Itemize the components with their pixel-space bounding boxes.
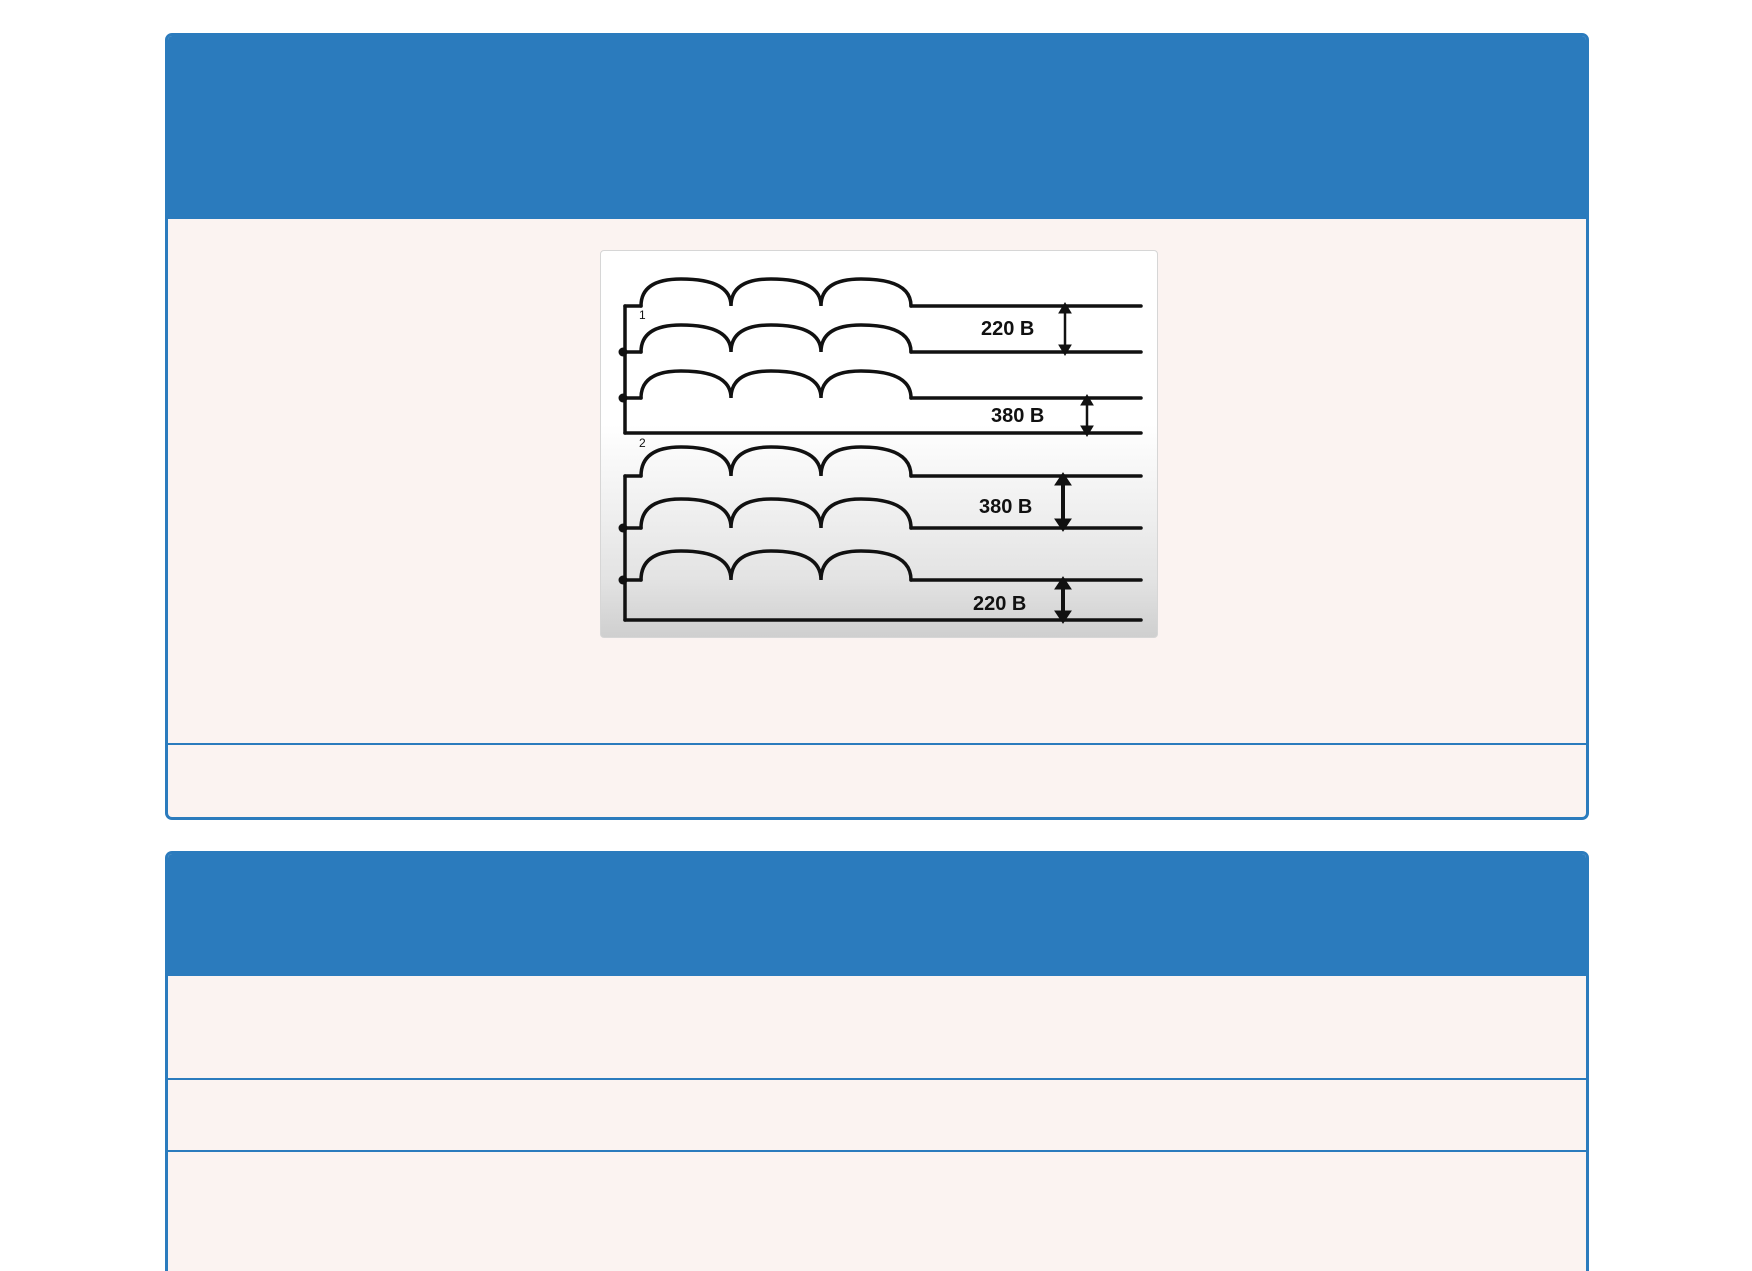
- scheme-1-lower-voltage: 380 B: [991, 405, 1044, 427]
- card-2-divider-2: [168, 1150, 1586, 1152]
- winding-diagram-svg: 1 2 220 B 380 B 380 B 220 B: [618, 277, 1143, 624]
- scheme-1-upper-voltage: 220 B: [981, 318, 1034, 340]
- coil-2b: [639, 497, 913, 530]
- card-2-divider-1: [168, 1078, 1586, 1080]
- scheme-2-upper-voltage: 380 B: [979, 496, 1032, 518]
- content-card-1: 1 2 220 B 380 B 380 B 220 B: [165, 33, 1589, 820]
- coil-1a: [639, 277, 913, 308]
- coil-1b: [639, 323, 913, 354]
- card-header-1: [168, 36, 1586, 219]
- card-1-divider: [168, 743, 1586, 745]
- card-header-2: [168, 854, 1586, 976]
- scheme-2-lower-voltage: 220 B: [973, 593, 1026, 615]
- content-card-2: [165, 851, 1589, 1271]
- coil-2c: [639, 549, 913, 582]
- scheme-2-number: 2: [639, 436, 646, 450]
- winding-connection-diagram: 1 2 220 B 380 B 380 B 220 B: [600, 250, 1158, 638]
- coil-2a: [639, 445, 913, 478]
- coil-1c: [639, 369, 913, 400]
- scheme-1-number: 1: [639, 308, 646, 322]
